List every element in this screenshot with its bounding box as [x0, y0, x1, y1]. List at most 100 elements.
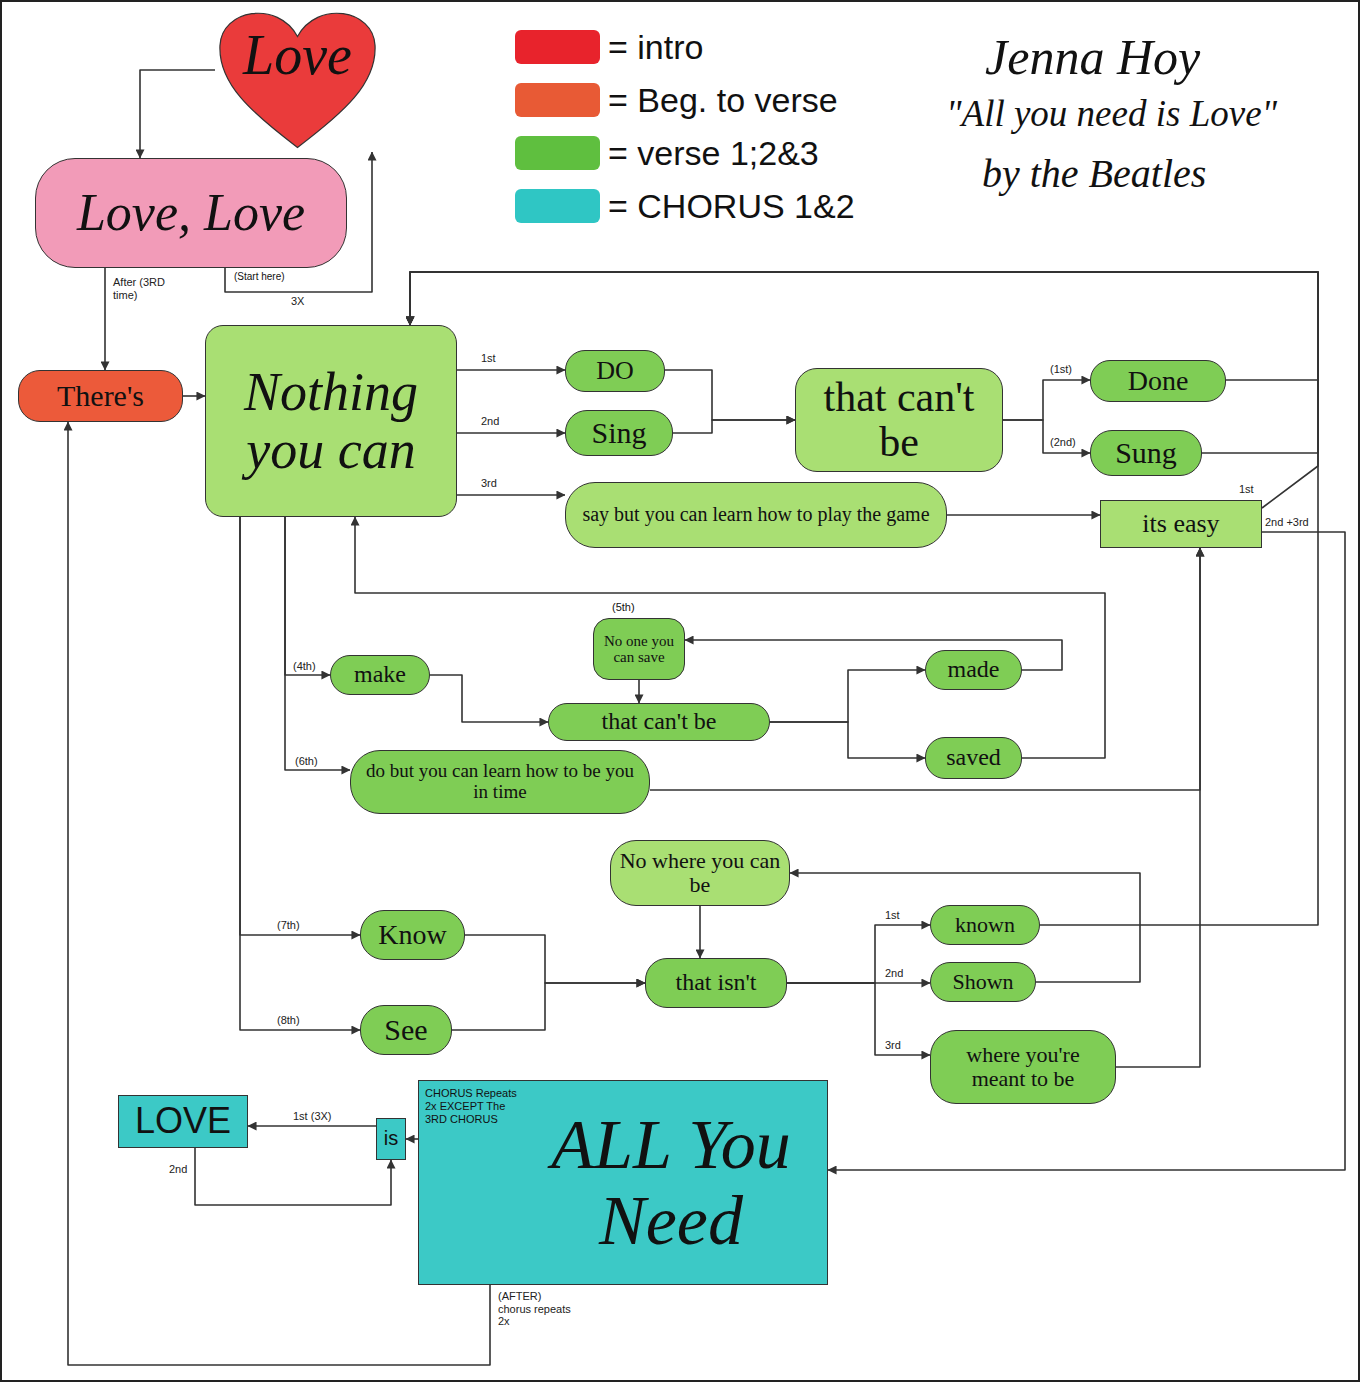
node-text: say but you can learn how to play the ga…	[572, 504, 940, 526]
flow-connector	[465, 935, 645, 983]
edge-label: (AFTER) chorus repeats 2x	[497, 1290, 573, 1328]
edge-label: (7th)	[276, 919, 301, 932]
verse-box: that can't be	[548, 703, 770, 741]
flow-connector	[410, 272, 1318, 925]
flow-connector	[248, 1125, 376, 1127]
node-text: is	[380, 1128, 402, 1150]
node-text: where you're meant to be	[937, 1043, 1109, 1091]
heart-node: Love	[215, 0, 380, 152]
edge-label: (4th)	[292, 660, 317, 673]
node-text: that isn't	[652, 970, 780, 996]
author-name: Jenna Hoy	[985, 28, 1200, 86]
flow-connector	[699, 906, 701, 958]
verse-box: known	[930, 905, 1040, 945]
legend-text: = intro	[608, 27, 703, 67]
verse-box: that isn't	[645, 958, 787, 1008]
flow-connector	[650, 548, 1200, 790]
node-note: CHORUS Repeats 2x EXCEPT The 3RD CHORUS	[425, 1087, 517, 1127]
node-text: its easy	[1107, 510, 1255, 538]
flow-connector	[430, 675, 548, 722]
legend-swatch	[515, 83, 600, 117]
flow-connector	[787, 925, 930, 983]
verse-box: DO	[565, 350, 665, 392]
verse-box: make	[330, 655, 430, 695]
node-text: DO	[572, 357, 658, 385]
node-text: do but you can learn how to be you in ti…	[357, 761, 643, 802]
node-text: Sung	[1097, 437, 1195, 469]
chorus-box: CHORUS Repeats 2x EXCEPT The 3RD CHORUSA…	[418, 1080, 828, 1285]
edge-label: 2nd	[480, 415, 500, 428]
node-text: made	[932, 657, 1015, 683]
node-text: make	[337, 662, 423, 688]
verse-box: do but you can learn how to be you in ti…	[350, 750, 650, 814]
node-text: Love	[221, 25, 374, 85]
flow-connector	[104, 268, 106, 370]
intro-box: Love, Love	[35, 158, 347, 268]
verse-box: See	[360, 1005, 452, 1055]
chorus-box: is	[376, 1118, 406, 1160]
edge-label: 2nd +3rd	[1264, 516, 1310, 529]
flow-connector	[355, 517, 1105, 758]
flow-connector	[452, 983, 645, 1030]
intro-box: There's	[18, 370, 183, 422]
edge-label: (1st)	[1049, 363, 1073, 376]
verse-box: Nothing you can	[205, 325, 457, 517]
verse-box: Sing	[565, 410, 673, 456]
flow-connector	[240, 517, 360, 935]
verse-box: Shown	[930, 962, 1036, 1002]
flow-connector	[457, 432, 565, 434]
node-text: saved	[932, 745, 1015, 771]
node-text: No one you can save	[600, 633, 678, 665]
verse-box: say but you can learn how to play the ga…	[565, 482, 947, 548]
edge-label: (2nd)	[1049, 436, 1077, 449]
flow-connector	[410, 272, 1318, 508]
verse-box: Done	[1090, 360, 1226, 402]
flow-connector	[1003, 380, 1090, 420]
legend-swatch	[515, 136, 600, 170]
edge-label: 2nd	[168, 1163, 188, 1176]
edge-label: 1st	[480, 352, 497, 365]
flow-connector	[406, 1138, 418, 1140]
verse-box: Know	[360, 910, 465, 960]
node-text: ALL You Need	[523, 1107, 819, 1258]
flow-connector	[828, 532, 1345, 1170]
flow-connector	[457, 369, 565, 371]
edge-label: 2nd	[884, 967, 904, 980]
verse-box: where you're meant to be	[930, 1030, 1116, 1104]
flow-connector	[1116, 548, 1200, 1067]
legend-text: = Beg. to verse	[608, 80, 838, 120]
legend-text: = CHORUS 1&2	[608, 186, 855, 226]
legend-text: = verse 1;2&3	[608, 133, 819, 173]
note: (5th)	[612, 601, 635, 613]
flow-connector	[285, 517, 350, 770]
flow-connector	[183, 395, 205, 397]
node-text: Done	[1097, 366, 1219, 396]
node-text: known	[937, 913, 1033, 937]
flow-connector	[947, 514, 1100, 516]
verse-box: its easy	[1100, 500, 1262, 548]
edge-label: After (3RD time)	[112, 276, 176, 301]
node-text: No where you can be	[617, 849, 783, 897]
edge-label: 3rd	[480, 477, 498, 490]
flow-connector	[285, 517, 330, 675]
node-text: that can't be	[555, 709, 763, 735]
verse-box: No where you can be	[610, 840, 790, 906]
flow-connector	[140, 70, 215, 158]
flow-connector	[195, 1148, 391, 1205]
edge-label: 1st (3X)	[292, 1110, 333, 1123]
edge-label: 1st	[884, 909, 901, 922]
flow-connector	[1003, 420, 1090, 453]
verse-box: made	[925, 650, 1022, 690]
node-text: Shown	[937, 970, 1029, 994]
verse-box: Sung	[1090, 430, 1202, 476]
song-title: "All you need is Love"	[946, 92, 1277, 135]
legend-swatch	[515, 189, 600, 223]
verse-box: saved	[925, 737, 1022, 779]
edge-label: 3X	[290, 295, 305, 308]
flow-connector	[665, 370, 795, 420]
flow-connector	[673, 420, 795, 433]
flow-connector	[770, 670, 925, 722]
node-text: Sing	[572, 417, 666, 449]
node-text: Love, Love	[42, 185, 340, 241]
flow-connector	[787, 983, 930, 1055]
